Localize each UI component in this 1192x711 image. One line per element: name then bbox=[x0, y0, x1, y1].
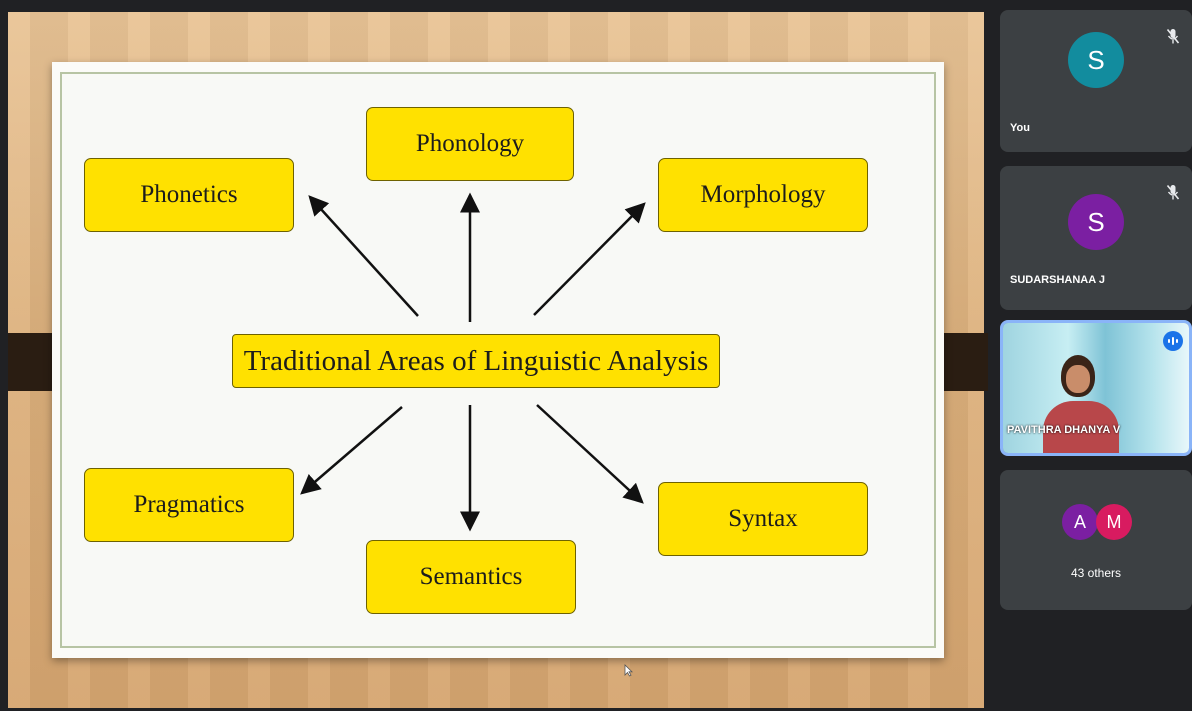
avatar: S bbox=[1068, 32, 1124, 88]
participant-tile-others[interactable]: A M 43 others bbox=[1000, 470, 1192, 610]
center-topic-box: Traditional Areas of Linguistic Analysis bbox=[232, 334, 720, 388]
avatar: S bbox=[1068, 194, 1124, 250]
mic-off-icon bbox=[1166, 28, 1180, 44]
avatar: M bbox=[1096, 504, 1132, 540]
avatar-initial: A bbox=[1073, 511, 1086, 532]
arrow-to-morphology bbox=[533, 202, 646, 316]
arrow-to-pragmatics bbox=[300, 406, 403, 495]
phonetics-box: Phonetics bbox=[84, 158, 294, 232]
phonology-box: Phonology bbox=[366, 107, 574, 181]
participant-tile-pavithra[interactable]: PAVITHRA DHANYA V bbox=[1000, 320, 1192, 456]
arrow-to-phonetics bbox=[308, 195, 419, 317]
participant-name: PAVITHRA DHANYA V bbox=[1007, 424, 1121, 436]
semantics-box: Semantics bbox=[366, 540, 576, 614]
diagram-arrows bbox=[300, 192, 646, 532]
presentation-slide: Phonology Phonetics Morphology Tradition… bbox=[52, 62, 944, 658]
participant-tile-you[interactable]: S You bbox=[1000, 10, 1192, 152]
avatar-initial: M bbox=[1106, 511, 1122, 532]
syntax-box: Syntax bbox=[658, 482, 868, 556]
arrow-to-syntax bbox=[536, 404, 644, 504]
speaking-indicator-icon bbox=[1163, 331, 1183, 351]
avatar-initial: S bbox=[1087, 206, 1105, 237]
avatar: A bbox=[1062, 504, 1098, 540]
participant-tile-sudarshanaa[interactable]: S SUDARSHANAA J bbox=[1000, 166, 1192, 310]
others-count-label: 43 others bbox=[1070, 566, 1122, 580]
video-person-body bbox=[1043, 401, 1119, 453]
video-person-face bbox=[1066, 365, 1090, 393]
pragmatics-box: Pragmatics bbox=[84, 468, 294, 542]
participant-name: You bbox=[1010, 122, 1030, 134]
participant-name: SUDARSHANAA J bbox=[1010, 274, 1105, 286]
cursor-icon bbox=[624, 664, 633, 680]
morphology-box: Morphology bbox=[658, 158, 868, 232]
avatar-initial: S bbox=[1087, 44, 1105, 75]
mic-off-icon bbox=[1166, 184, 1180, 200]
